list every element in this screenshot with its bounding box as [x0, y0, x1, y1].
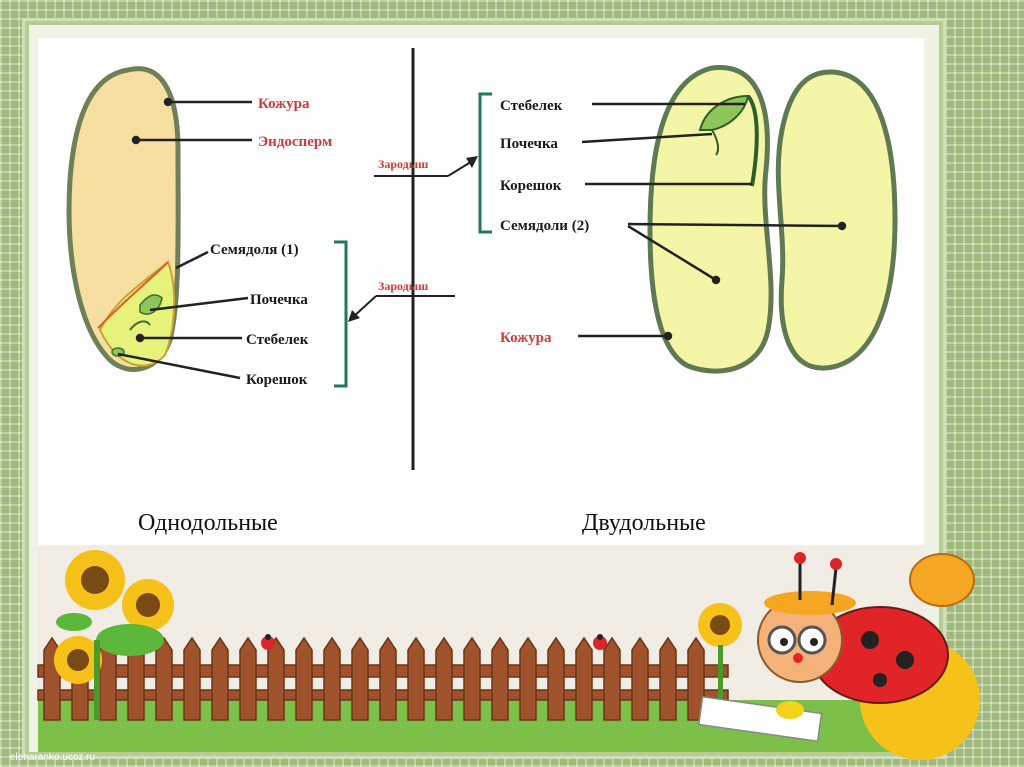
- dicot-bud-tip: [711, 129, 720, 156]
- dicot-label-bud: Почечка: [500, 136, 558, 152]
- footer-site-text: elenaranko.ucoz.ru: [10, 752, 95, 763]
- monocot-stem-shape: [129, 320, 151, 331]
- dicot-stem-shape: [746, 94, 759, 187]
- dicot-right-cotyledon: [775, 69, 898, 371]
- monocot-label-stem: Стебелек: [246, 332, 309, 348]
- monocot-label-seed-coat: Кожура: [258, 96, 310, 112]
- scutellum-line: [97, 261, 169, 329]
- monocot-label-root: Корешок: [246, 372, 308, 388]
- monocot-embryo-shape: [98, 260, 176, 367]
- monocot-embryo-arrowhead: [348, 310, 360, 322]
- ladybug-reading-icon: [697, 552, 975, 743]
- monocot-label-endosperm: Эндосперм: [258, 134, 332, 150]
- dicot-label-stem: Стебелек: [500, 98, 563, 114]
- dicot-embryo-bracket: [478, 92, 492, 234]
- dicot-leaders: [578, 102, 847, 341]
- dicot-label-embryo: Зародыш: [378, 157, 428, 171]
- sunflower-icon: [54, 550, 174, 720]
- dicot-title: Двудольные: [582, 510, 706, 536]
- dicot-label-root: Корешок: [500, 178, 562, 194]
- small-ladybug-icon-2: [593, 634, 607, 650]
- footer-decoration: elenaranko.ucoz.ru: [10, 546, 980, 763]
- monocot-label-bud: Почечка: [250, 292, 308, 308]
- dicot-label-cotyledons: Семядоли (2): [500, 218, 589, 234]
- dicot-embryo-arrowhead: [466, 156, 478, 168]
- monocot-seed: [66, 66, 181, 372]
- monocot-title: Однодольные: [138, 510, 278, 536]
- small-ladybug-icon: [261, 634, 275, 650]
- dicot-seed: [647, 65, 898, 374]
- dicot-left-cotyledon: [647, 65, 774, 374]
- monocot-embryo-bracket: [334, 240, 348, 388]
- monocot-label-cotyledon: Семядоля (1): [210, 242, 299, 258]
- monocot-label-embryo: Зародыш: [378, 279, 428, 293]
- monocot-leaders: [117, 97, 252, 380]
- dicot-label-seed-coat: Кожура: [500, 330, 552, 346]
